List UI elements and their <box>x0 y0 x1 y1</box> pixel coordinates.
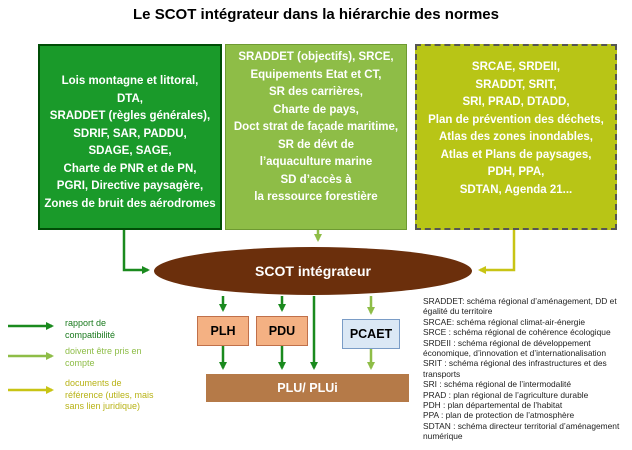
glossary-entry: PPA : plan de protection de l’atmosphère <box>423 410 575 421</box>
box-compatibility-norms: Lois montagne et littoral, DTA, SRADDET … <box>38 44 222 230</box>
plu-plui-box: PLU/ PLUi <box>206 374 409 402</box>
box-reference-documents: SRCAE, SRDEII, SRADDT, SRIT, SRI, PRAD, … <box>415 44 617 230</box>
legend-reference-label: documents de référence (utiles, mais san… <box>65 378 154 411</box>
arrow-left-box-to-scot <box>122 230 150 274</box>
legend-compatibility-label: rapport de compatibilité <box>65 318 116 340</box>
glossary-entry: SDTAN : schéma directeur territorial d’a… <box>423 420 620 442</box>
legend-take-into-account-label: doivent être pris en compte <box>65 346 142 368</box>
glossary-entry: SRADDET: schéma régional d’aménagement, … <box>423 296 617 317</box>
glossary-entry: SRI : schéma régional de l’intermodalité <box>423 379 572 390</box>
glossary-entry: SRIT : schéma régional des infrastructur… <box>423 358 607 379</box>
glossary-entry: SRDEII : schéma régional de développemen… <box>423 337 606 359</box>
glossary-entry: SRCAE: schéma régional climat-air-énergi… <box>423 316 585 327</box>
acronym-glossary: SRADDET: schéma régional d’aménagement, … <box>423 296 629 442</box>
glossary-entry: PDH : plan départemental de l’habitat <box>423 400 563 411</box>
pcaet-box: PCAET <box>342 319 400 349</box>
scot-integrateur-ellipse: SCOT intégrateur <box>154 247 472 295</box>
glossary-entry: PRAD : plan régional de l’agriculture du… <box>423 389 589 400</box>
arrow-right-box-to-scot <box>478 230 516 274</box>
glossary-entry: SRCE : schéma régional de cohérence écol… <box>423 327 611 338</box>
box-take-into-account-norms: SRADDET (objectifs), SRCE, Equipements E… <box>225 44 407 230</box>
pdu-box: PDU <box>256 316 308 346</box>
plh-box: PLH <box>197 316 249 346</box>
diagram-title: Le SCOT intégrateur dans la hiérarchie d… <box>133 6 499 23</box>
